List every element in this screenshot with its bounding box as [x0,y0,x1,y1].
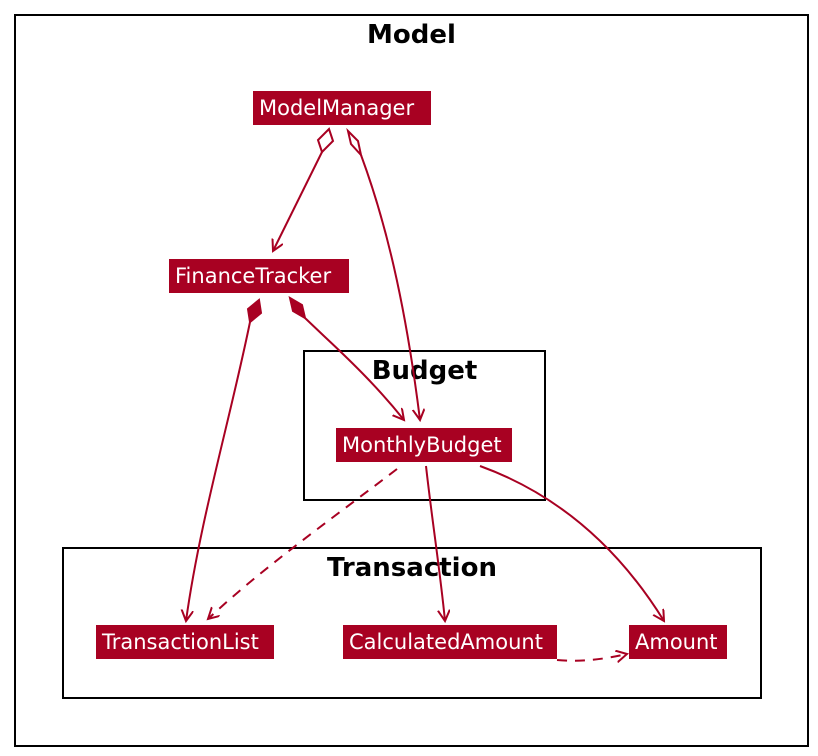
aggregation-diamond-icon [316,127,335,154]
edge-monthlybudget-transactionlist [208,468,398,619]
class-amount: Amount [629,625,727,659]
package-budget-title: Budget [371,356,478,386]
aggregation-diamond-icon [346,127,363,159]
package-transaction-title: Transaction [327,553,497,583]
edge-monthlybudget-calculatedamount [425,465,445,621]
class-modelmanager: ModelManager [253,91,431,125]
class-calculatedamount: CalculatedAmount [343,625,557,659]
edge-financetracker-transactionlist [186,321,251,621]
package-model: Model [14,14,809,747]
composition-diamond-icon [246,298,263,324]
package-transaction: Transaction [62,547,762,699]
edge-calculatedamount-amount [556,654,627,661]
class-financetracker: FinanceTracker [169,259,349,293]
class-monthlybudget: MonthlyBudget [336,428,512,462]
edge-financetracker-monthlybudget [304,317,404,420]
edge-monthlybudget-amount [479,465,664,621]
class-transactionlist: TransactionList [96,625,274,659]
edge-modelmanager-monthlybudget [360,154,420,420]
composition-diamond-icon [288,295,307,321]
package-model-title: Model [367,20,456,50]
edge-modelmanager-financetracker [273,151,323,251]
package-budget: Budget [303,350,546,501]
